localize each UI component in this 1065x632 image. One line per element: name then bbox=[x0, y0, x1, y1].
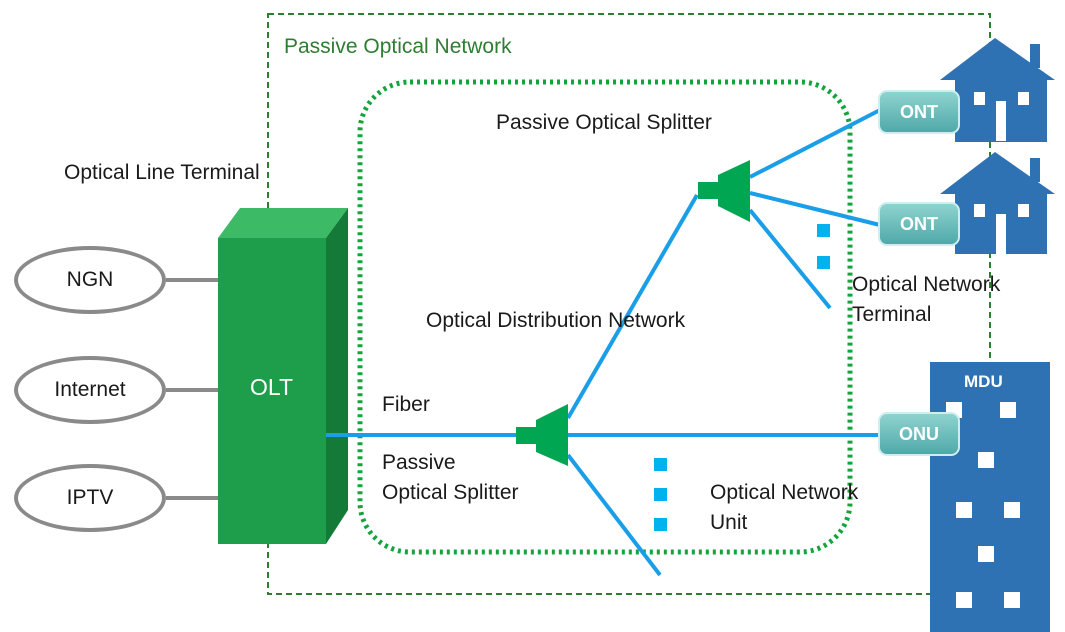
odn-label: Optical Distribution Network bbox=[426, 309, 686, 332]
ont-badge-1: ONT bbox=[878, 90, 960, 134]
mdu-building-icon bbox=[930, 362, 1050, 632]
iptv-node: IPTV bbox=[14, 464, 166, 532]
fiber-drop-right bbox=[748, 208, 832, 310]
odn-boundary bbox=[357, 79, 853, 555]
pon-title: Passive Optical Network bbox=[284, 35, 512, 58]
splitter-2 bbox=[698, 160, 750, 222]
fiber-label: Fiber bbox=[382, 393, 430, 416]
ngn-node: NGN bbox=[14, 246, 166, 314]
olt-box bbox=[218, 208, 348, 544]
splitter-1 bbox=[516, 404, 568, 466]
continuation-dots bbox=[654, 224, 830, 531]
fiber-to-splitter-2 bbox=[566, 193, 699, 420]
internet-node: Internet bbox=[14, 356, 166, 424]
fiber-to-ont-1 bbox=[749, 108, 881, 179]
house-icon bbox=[940, 152, 1055, 254]
onu-caption-line1: Optical Network bbox=[710, 481, 859, 504]
splitter-bottom-label-line2: Optical Splitter bbox=[382, 481, 519, 504]
olt-caption: Optical Line Terminal bbox=[64, 161, 260, 184]
olt-label: OLT bbox=[250, 374, 294, 400]
ont-caption-line1: Optical Network bbox=[852, 273, 1001, 296]
splitter-top-label: Passive Optical Splitter bbox=[496, 111, 712, 134]
house-icon bbox=[940, 38, 1055, 142]
ont-caption-line2: Terminal bbox=[852, 303, 932, 326]
onu-caption-line2: Unit bbox=[710, 511, 748, 534]
fiber-to-ont-2 bbox=[749, 191, 881, 227]
splitter-bottom-label-line1: Passive bbox=[382, 451, 456, 474]
mdu-label: MDU bbox=[964, 372, 1003, 391]
ont-badge-2: ONT bbox=[878, 202, 960, 246]
fiber-lines bbox=[326, 108, 881, 577]
fiber-drop-bottom bbox=[566, 453, 662, 577]
onu-badge: ONU bbox=[878, 412, 960, 456]
